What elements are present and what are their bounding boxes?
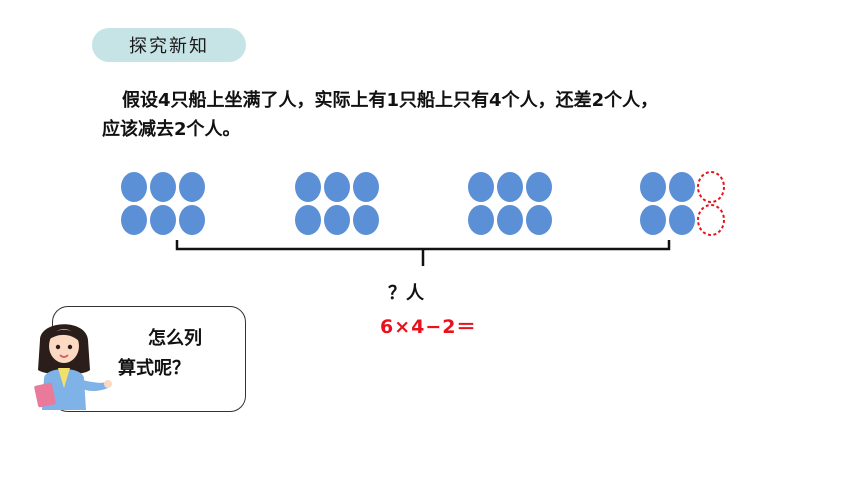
person-dot	[324, 205, 350, 235]
boat-group-2	[295, 172, 379, 235]
person-dot	[497, 172, 523, 202]
person-dot	[121, 205, 147, 235]
missing-person-dot	[697, 204, 725, 236]
person-dot	[179, 172, 205, 202]
formula-text: 6×4−2＝	[380, 316, 477, 338]
person-dot	[324, 172, 350, 202]
person-dot	[640, 205, 666, 235]
person-dot	[468, 205, 494, 235]
speech-text: 怎么列 算式呢？	[118, 324, 238, 384]
teacher-illustration	[34, 324, 112, 410]
boats-diagram	[121, 171, 725, 266]
person-dot	[295, 172, 321, 202]
boat-group-1	[121, 172, 205, 235]
person-dot	[669, 205, 695, 235]
problem-text: 假设4只船上坐满了人，实际上有1只船上只有4个人，还差2个人， 应该减去2个人。	[102, 86, 802, 144]
person-dot	[526, 172, 552, 202]
problem-line-2: 应该减去2个人。	[102, 119, 241, 140]
person-dot	[353, 172, 379, 202]
person-dot	[121, 172, 147, 202]
speech-line-1: 怎么列	[148, 328, 202, 349]
problem-line-1: 假设4只船上坐满了人，实际上有1只船上只有4个人，还差2个人，	[122, 90, 659, 111]
person-dot	[669, 172, 695, 202]
person-dot	[150, 172, 176, 202]
person-dot	[295, 205, 321, 235]
person-dot	[497, 205, 523, 235]
section-badge-label: 探究新知	[129, 36, 209, 57]
section-badge: 探究新知	[92, 28, 246, 62]
person-dot	[353, 205, 379, 235]
person-dot	[640, 172, 666, 202]
person-dot	[468, 172, 494, 202]
person-dot	[150, 205, 176, 235]
missing-person-dot	[697, 171, 725, 203]
person-dot	[526, 205, 552, 235]
person-dot	[179, 205, 205, 235]
question-label: ？人	[388, 283, 424, 304]
boat-group-4	[640, 171, 725, 236]
boat-group-3	[468, 172, 552, 235]
total-bracket	[175, 240, 671, 266]
speech-line-2: 算式呢？	[118, 358, 190, 379]
